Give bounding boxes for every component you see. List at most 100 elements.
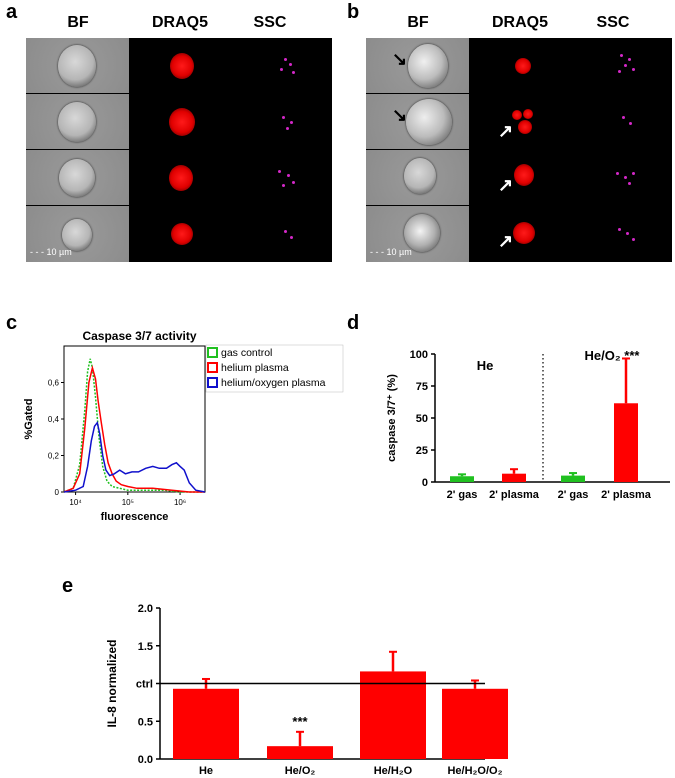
y-tick-label: 0.5 bbox=[138, 716, 153, 728]
panel-letter-a: a bbox=[6, 1, 18, 23]
draq5-tile: ↗ bbox=[470, 94, 571, 149]
arrow-icon: ↗ bbox=[498, 231, 514, 251]
bar bbox=[360, 671, 426, 759]
legend-label: gas control bbox=[221, 347, 272, 359]
x-tick-label: 10⁵ bbox=[122, 498, 134, 507]
panel-letter-d: d bbox=[347, 312, 360, 334]
ssc-tile bbox=[232, 94, 332, 149]
nucleus-image bbox=[514, 164, 534, 186]
cell-image bbox=[58, 102, 96, 142]
caspase-bar-chart: 0 25 50 75 100 caspase 3/7⁺ (%) 2' gas 2' plasm… bbox=[386, 348, 670, 501]
y-tick-label: 75 bbox=[416, 381, 428, 393]
bar bbox=[561, 475, 585, 482]
arrow-icon: ↗ bbox=[498, 175, 514, 195]
x-tick-label: He bbox=[199, 765, 213, 777]
draq5-tile bbox=[130, 38, 231, 93]
cell-image bbox=[59, 159, 95, 197]
x-tick-label: 2' gas bbox=[558, 489, 589, 501]
image-grid-a: - - - 10 µm bbox=[26, 38, 332, 262]
x-tick-label: 10⁶ bbox=[174, 498, 186, 507]
arrow-icon: ↘ bbox=[392, 49, 408, 69]
ssc-tile bbox=[572, 94, 672, 149]
nucleus-image bbox=[169, 165, 193, 191]
y-tick-label: 0,2 bbox=[48, 452, 60, 461]
draq5-tile: ↗ bbox=[470, 206, 571, 262]
bar bbox=[450, 476, 474, 482]
legend-label: helium/oxygen plasma bbox=[221, 377, 326, 389]
cell-image bbox=[58, 45, 96, 87]
ssc-tile bbox=[572, 206, 672, 262]
cell-image bbox=[62, 219, 92, 251]
draq5-tile bbox=[130, 150, 231, 205]
y-axis-label: caspase 3/7⁺ (%) bbox=[386, 374, 398, 462]
draq5-tile bbox=[130, 94, 231, 149]
column-header-ssc-a: SSC bbox=[253, 14, 287, 31]
nucleus-image bbox=[512, 110, 522, 120]
y-tick-label: 0 bbox=[422, 477, 428, 489]
bar bbox=[614, 403, 638, 482]
nucleus-image bbox=[523, 109, 533, 119]
nucleus-image bbox=[169, 108, 195, 136]
bf-tile: ↘ bbox=[366, 94, 469, 149]
series-line-1 bbox=[63, 364, 205, 493]
ssc-tile bbox=[232, 150, 332, 205]
arrow-icon: ↗ bbox=[498, 121, 514, 141]
cell-image bbox=[404, 158, 436, 194]
panel-letter-e: e bbox=[62, 575, 74, 597]
y-tick-label: 2.0 bbox=[138, 603, 153, 615]
bar bbox=[267, 746, 333, 759]
y-axis-label: %Gated bbox=[23, 399, 35, 440]
bar bbox=[173, 688, 239, 759]
bf-tile bbox=[26, 94, 129, 149]
legend-box bbox=[205, 344, 344, 393]
series-line-0 bbox=[63, 358, 205, 493]
nucleus-image bbox=[513, 222, 535, 244]
y-tick-label: 25 bbox=[416, 445, 428, 457]
column-header-draq5-a: DRAQ5 bbox=[151, 14, 208, 31]
x-tick-label: He/H₂O bbox=[374, 765, 413, 777]
legend-swatch bbox=[207, 362, 218, 373]
significance-label: *** bbox=[292, 714, 308, 729]
group-label: He bbox=[477, 358, 494, 373]
y-tick-label: 0 bbox=[55, 488, 60, 497]
arrow-icon: ↘ bbox=[392, 105, 408, 125]
panel-letter-c: c bbox=[6, 312, 18, 334]
series-line-2 bbox=[63, 420, 206, 493]
column-header-draq5-b: DRAQ5 bbox=[491, 14, 548, 31]
y-tick-label: ctrl bbox=[136, 679, 153, 691]
x-tick-label: He/O₂ bbox=[285, 765, 316, 777]
column-header-bf-a: BF bbox=[67, 14, 89, 31]
y-tick-label: 0.0 bbox=[138, 754, 153, 766]
x-tick-label: 2' gas bbox=[447, 489, 478, 501]
bf-tile: ↘ bbox=[366, 38, 469, 93]
y-tick-label: 100 bbox=[410, 349, 428, 361]
legend-label: helium plasma bbox=[221, 362, 289, 374]
y-tick-label: 0,6 bbox=[48, 379, 60, 388]
bf-tile bbox=[26, 38, 129, 93]
column-header-bf-b: BF bbox=[407, 14, 429, 31]
nucleus-image bbox=[515, 58, 531, 74]
bf-tile bbox=[366, 150, 469, 205]
nucleus-image bbox=[518, 120, 532, 134]
x-axis-label: fluorescence bbox=[101, 511, 169, 520]
ssc-tile bbox=[572, 150, 672, 205]
y-tick-label: 50 bbox=[416, 413, 428, 425]
cell-image bbox=[404, 214, 440, 252]
image-grid-b: ↘ ↘ ↗ ↗ - - - 10 µm ↗ bbox=[366, 38, 672, 262]
cell-image bbox=[406, 99, 452, 145]
y-tick-label: 1.5 bbox=[138, 641, 153, 653]
cell-image bbox=[408, 44, 448, 88]
y-axis-label: IL-8 normalized bbox=[105, 639, 119, 727]
bar bbox=[502, 473, 526, 482]
x-tick-label: 10⁴ bbox=[69, 498, 82, 507]
ssc-tile bbox=[232, 38, 332, 93]
x-tick-label: 2' plasma bbox=[601, 489, 652, 501]
y-tick-label: 0,4 bbox=[48, 415, 60, 424]
bar bbox=[442, 688, 508, 759]
bf-tile: - - - 10 µm bbox=[26, 206, 129, 262]
legend-swatch bbox=[207, 377, 218, 388]
panel-letter-b: b bbox=[347, 1, 360, 23]
x-tick-label: He/H₂O/O₂ bbox=[447, 765, 502, 777]
